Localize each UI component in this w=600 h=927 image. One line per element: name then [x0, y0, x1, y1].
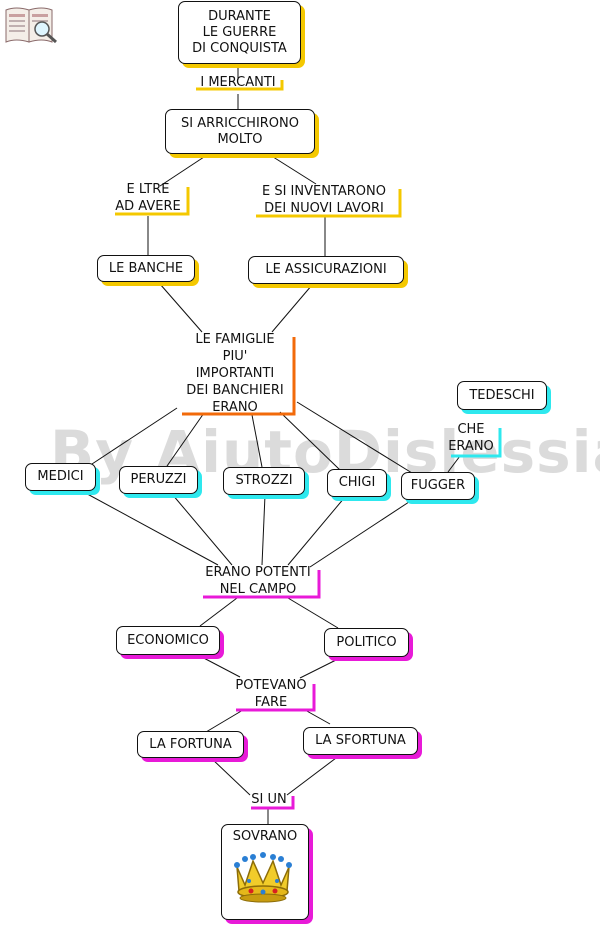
- link-potevano: POTEVANO FARE: [235, 678, 307, 710]
- node-assicurazioni: LE ASSICURAZIONI: [248, 256, 404, 284]
- node-politico: POLITICO: [324, 628, 409, 657]
- node-sovrano: SOVRANO: [221, 824, 309, 920]
- crown-icon: [234, 852, 292, 903]
- link-oltre: E LTRE AD AVERE: [115, 182, 181, 214]
- node-arricchirono: SI ARRICCHIRONO MOLTO: [165, 109, 315, 154]
- link-che-erano: CHE ERANO: [448, 422, 494, 454]
- node-chigi: CHIGI: [327, 469, 387, 497]
- link-mercanti: I MERCANTI: [200, 75, 276, 90]
- link-famiglie: LE FAMIGLIE PIU' IMPORTANTI DEI BANCHIER…: [186, 332, 284, 415]
- book-magnifier-icon: [5, 7, 57, 44]
- node-fortuna: LA FORTUNA: [137, 731, 244, 758]
- link-si-un: SI UN: [251, 792, 287, 807]
- link-inventarono: E SI INVENTARONO DEI NUOVI LAVORI: [261, 184, 386, 216]
- node-tedeschi: TEDESCHI: [457, 381, 547, 410]
- node-fugger: FUGGER: [401, 472, 475, 500]
- node-economico: ECONOMICO: [116, 626, 220, 655]
- link-potenti: ERANO POTENTI NEL CAMPO: [205, 565, 311, 597]
- node-banche: LE BANCHE: [97, 255, 195, 282]
- node-strozzi: STROZZI: [223, 467, 305, 495]
- sovrano-label: SOVRANO: [232, 829, 298, 844]
- node-medici: MEDICI: [25, 463, 96, 491]
- node-sfortuna: LA SFORTUNA: [303, 727, 418, 755]
- node-durante: DURANTE LE GUERRE DI CONQUISTA: [178, 1, 301, 64]
- node-peruzzi: PERUZZI: [119, 466, 198, 494]
